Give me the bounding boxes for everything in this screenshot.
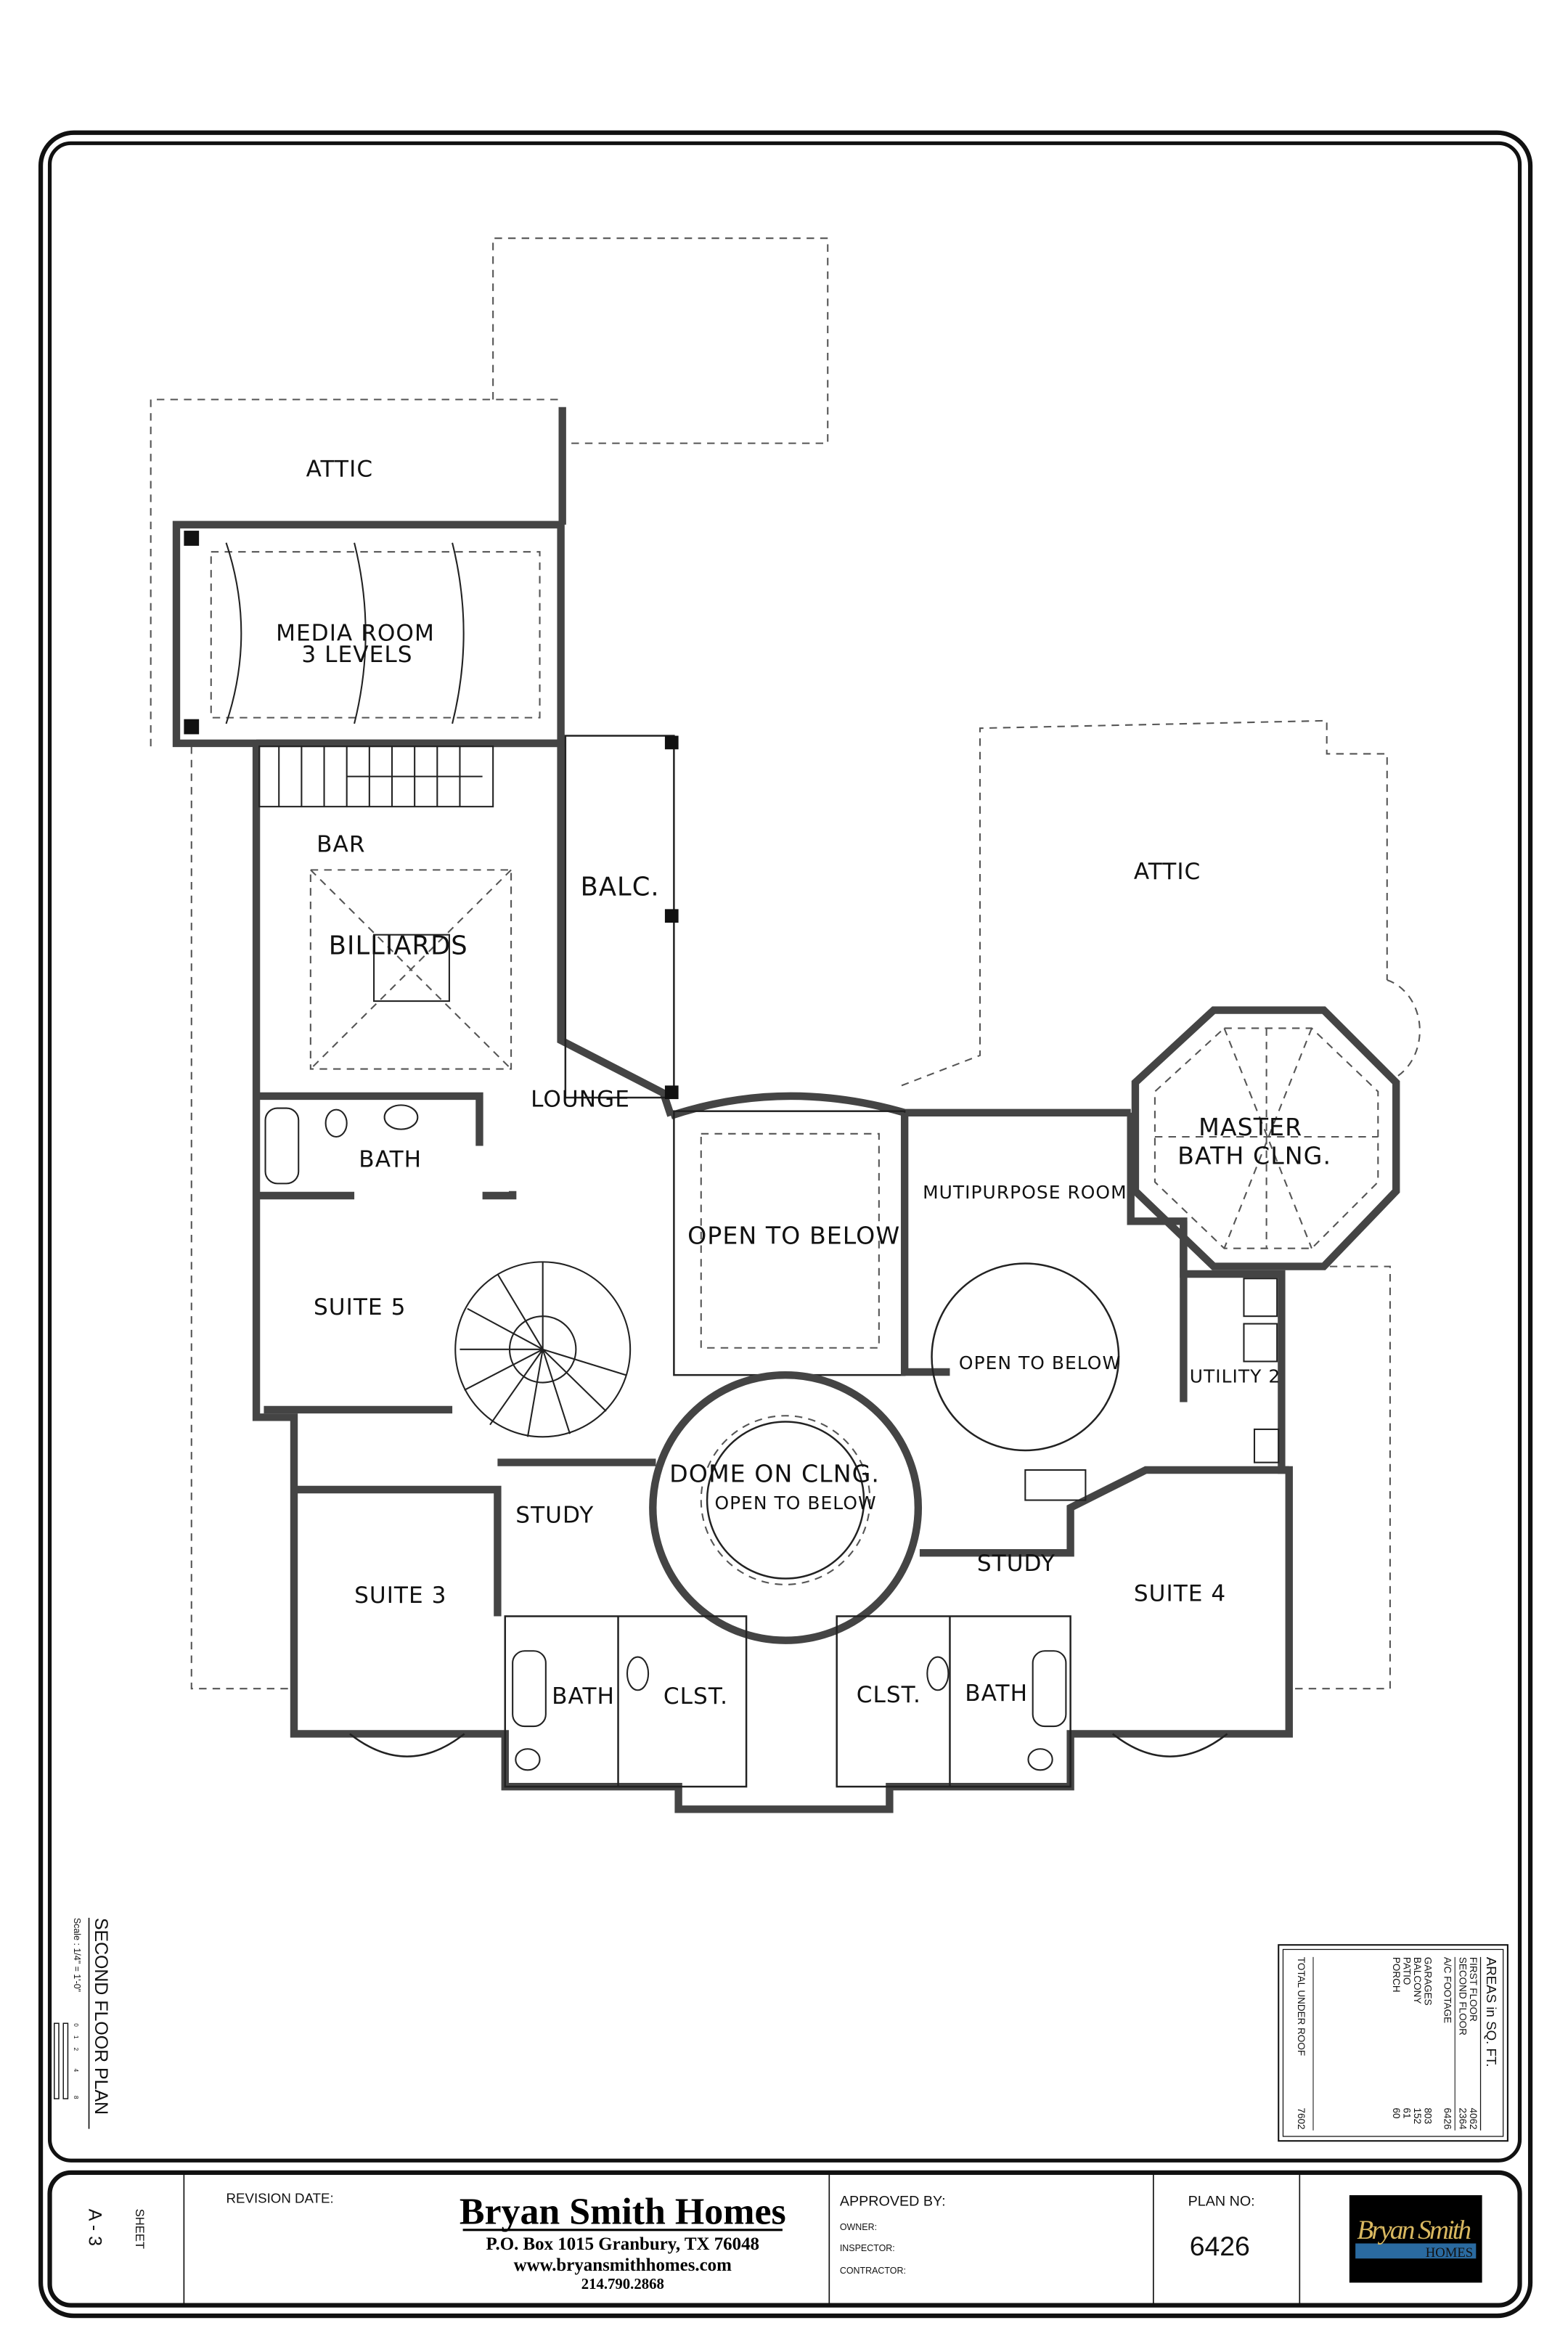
area-label: GARAGES [1423,1957,1434,2006]
room-label-master-1: MASTER [1199,1113,1302,1141]
room-label-suite4: SUITE 4 [1134,1581,1226,1607]
company-phone: 214.790.2868 [581,2277,664,2292]
sheet-border-inner [47,141,1522,2163]
company-name: Bryan Smith Homes [460,2191,786,2232]
room-label-bath-right: BATH [965,1681,1028,1707]
area-value: 60 [1391,2108,1402,2119]
room-label-bar: BAR [317,831,365,857]
scale-tick: 8 [73,2096,80,2099]
svg-text:HOMES: HOMES [1426,2245,1473,2261]
sheet-border-outer [38,130,1533,2319]
plan-number: 6426 [1190,2231,1250,2261]
room-label-suite5: SUITE 5 [314,1294,406,1320]
room-label-open-to-below-rect: OPEN TO BELOW [687,1221,900,1249]
room-label-suite3: SUITE 3 [354,1583,446,1609]
room-label-dome-open: OPEN TO BELOW [714,1493,876,1514]
areas-table: AREAS in SQ. FT. FIRST FLOOR 4062 SECOND … [1278,1944,1508,2142]
room-label-bath-upper: BATH [359,1147,422,1173]
scale-bar: 0 1 2 4 8 [54,2022,80,2099]
room-label-multipurpose: MUTIPURPOSE ROOM [923,1182,1127,1203]
sheet-label: SHEET [133,2209,147,2249]
areas-title: AREAS in SQ. FT. [1484,1957,1499,2067]
room-label-balcony: BALC. [581,873,660,902]
area-label: PORCH [1391,1957,1402,1993]
plan-scale: Scale : 1/4" = 1'-0" [72,1918,82,1992]
title-block: SHEET A - 3 REVISION DATE: Bryan Smith H… [47,2170,1522,2308]
area-value: 152 [1412,2108,1423,2125]
inspector-label: INSPECTOR: [840,2243,895,2253]
room-label-study-left: STUDY [515,1503,594,1529]
scale-tick: 0 [73,2023,80,2027]
owner-label: OWNER: [840,2222,877,2232]
room-label-open-to-below-circle: OPEN TO BELOW [959,1352,1121,1373]
room-label-clst-right: CLST. [857,1682,921,1708]
area-value: 6426 [1442,2108,1453,2130]
room-label-study-right: STUDY [977,1551,1055,1577]
room-label-lounge: LOUNGE [531,1086,630,1112]
area-label: A/C FOOTAGE [1442,1957,1453,2023]
scale-tick: 1 [73,2035,80,2039]
room-label-clst-left: CLST. [663,1683,728,1710]
area-value: 803 [1423,2108,1434,2125]
company-website: www.bryansmithhomes.com [514,2255,732,2275]
room-label-master-2: BATH CLNG. [1177,1141,1331,1169]
plan-no-label: PLAN NO: [1188,2194,1255,2210]
room-label-dome: DOME ON CLNG. [669,1460,880,1488]
scale-tick: 4 [73,2069,80,2073]
area-label: FIRST FLOOR [1468,1957,1479,2022]
plan-title-block: SECOND FLOOR PLAN Scale : 1/4" = 1'-0" 0… [54,1917,111,2129]
company-address: P.O. Box 1015 Granbury, TX 76048 [486,2234,759,2254]
floor-plan-drawing [150,237,1421,1813]
room-label-media-room: MEDIA ROOM [276,621,435,647]
room-label-bath-left: BATH [552,1683,615,1710]
room-label-billiards: BILLIARDS [329,931,468,961]
room-label-attic-top: ATTIC [306,456,374,482]
company-logo: Bryan Smith HOMES [1349,2195,1482,2283]
area-value: 2364 [1457,2108,1468,2131]
area-label: SECOND FLOOR [1457,1957,1468,2035]
room-label-media-levels: 3 LEVELS [301,642,412,668]
approved-by-label: APPROVED BY: [840,2194,946,2210]
area-label: PATIO [1402,1957,1413,1985]
area-label: TOTAL UNDER ROOF [1296,1957,1307,2056]
room-label-attic-right: ATTIC [1134,859,1201,885]
room-label-utility2: UTILITY 2 [1190,1366,1281,1387]
sheet-number: A - 3 [85,2209,105,2246]
scale-tick: 2 [73,2047,80,2051]
area-value: 4062 [1468,2108,1479,2130]
svg-text:Bryan Smith: Bryan Smith [1357,2216,1471,2245]
revision-date-label: REVISION DATE: [226,2190,334,2205]
contractor-label: CONTRACTOR: [840,2266,906,2276]
area-label: BALCONY [1412,1957,1423,2004]
plan-title: SECOND FLOOR PLAN [91,1918,111,2115]
area-value: 61 [1402,2108,1413,2119]
area-value: 7602 [1296,2108,1307,2130]
